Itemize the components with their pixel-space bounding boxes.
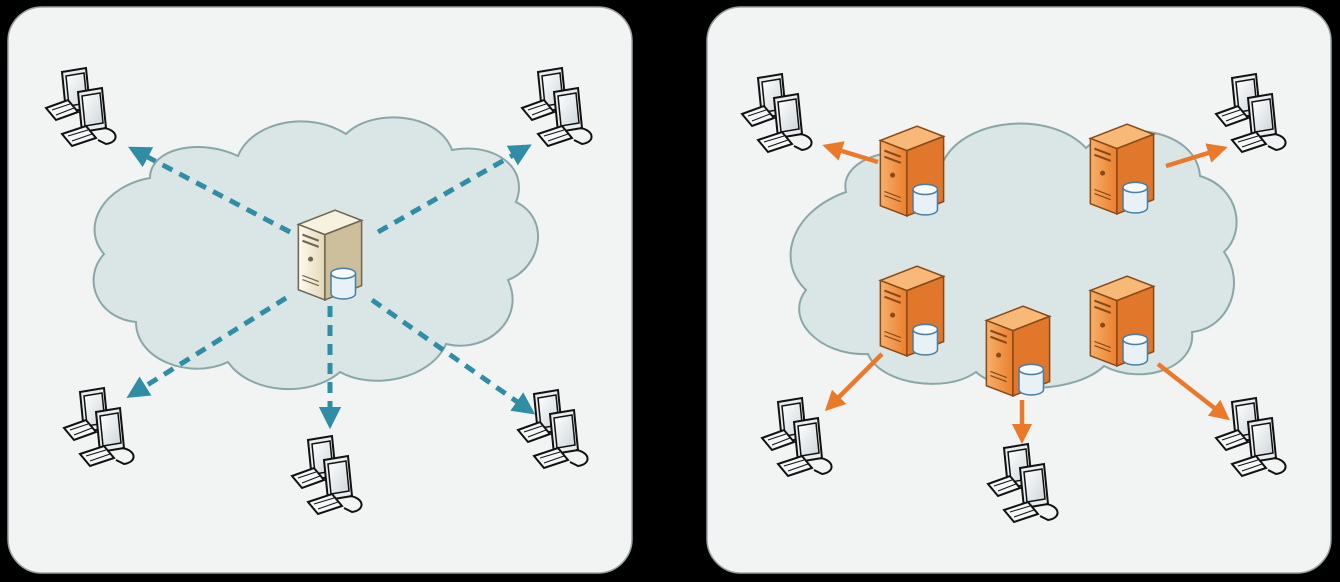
edge-server-icon: [879, 125, 945, 217]
edge-server-icon: [1089, 275, 1155, 367]
arrow-edge-to-client-top-right: [1165, 143, 1228, 169]
panel-distributed: [706, 6, 1332, 574]
arrow-edge-to-client-top-left: [822, 141, 879, 165]
origin-server-icon: [297, 209, 363, 301]
arrow-to-client-bottom-left: [126, 295, 288, 398]
edge-server-icon: [1089, 123, 1155, 215]
arrow-to-client-bottom-right: [370, 297, 536, 415]
arrow-edge-to-client-bottom-right: [1156, 362, 1230, 421]
arrows-distributed: [822, 141, 1230, 445]
panel-centralized: [7, 6, 633, 574]
arrow-to-client-top-right: [376, 144, 532, 235]
edge-server-icon: [985, 305, 1051, 397]
arrow-edge-to-client-bottom-left: [824, 352, 884, 412]
arrow-to-client-top-left: [128, 146, 292, 235]
arrows-centralized: [126, 144, 536, 430]
edge-server-icon: [879, 265, 945, 357]
